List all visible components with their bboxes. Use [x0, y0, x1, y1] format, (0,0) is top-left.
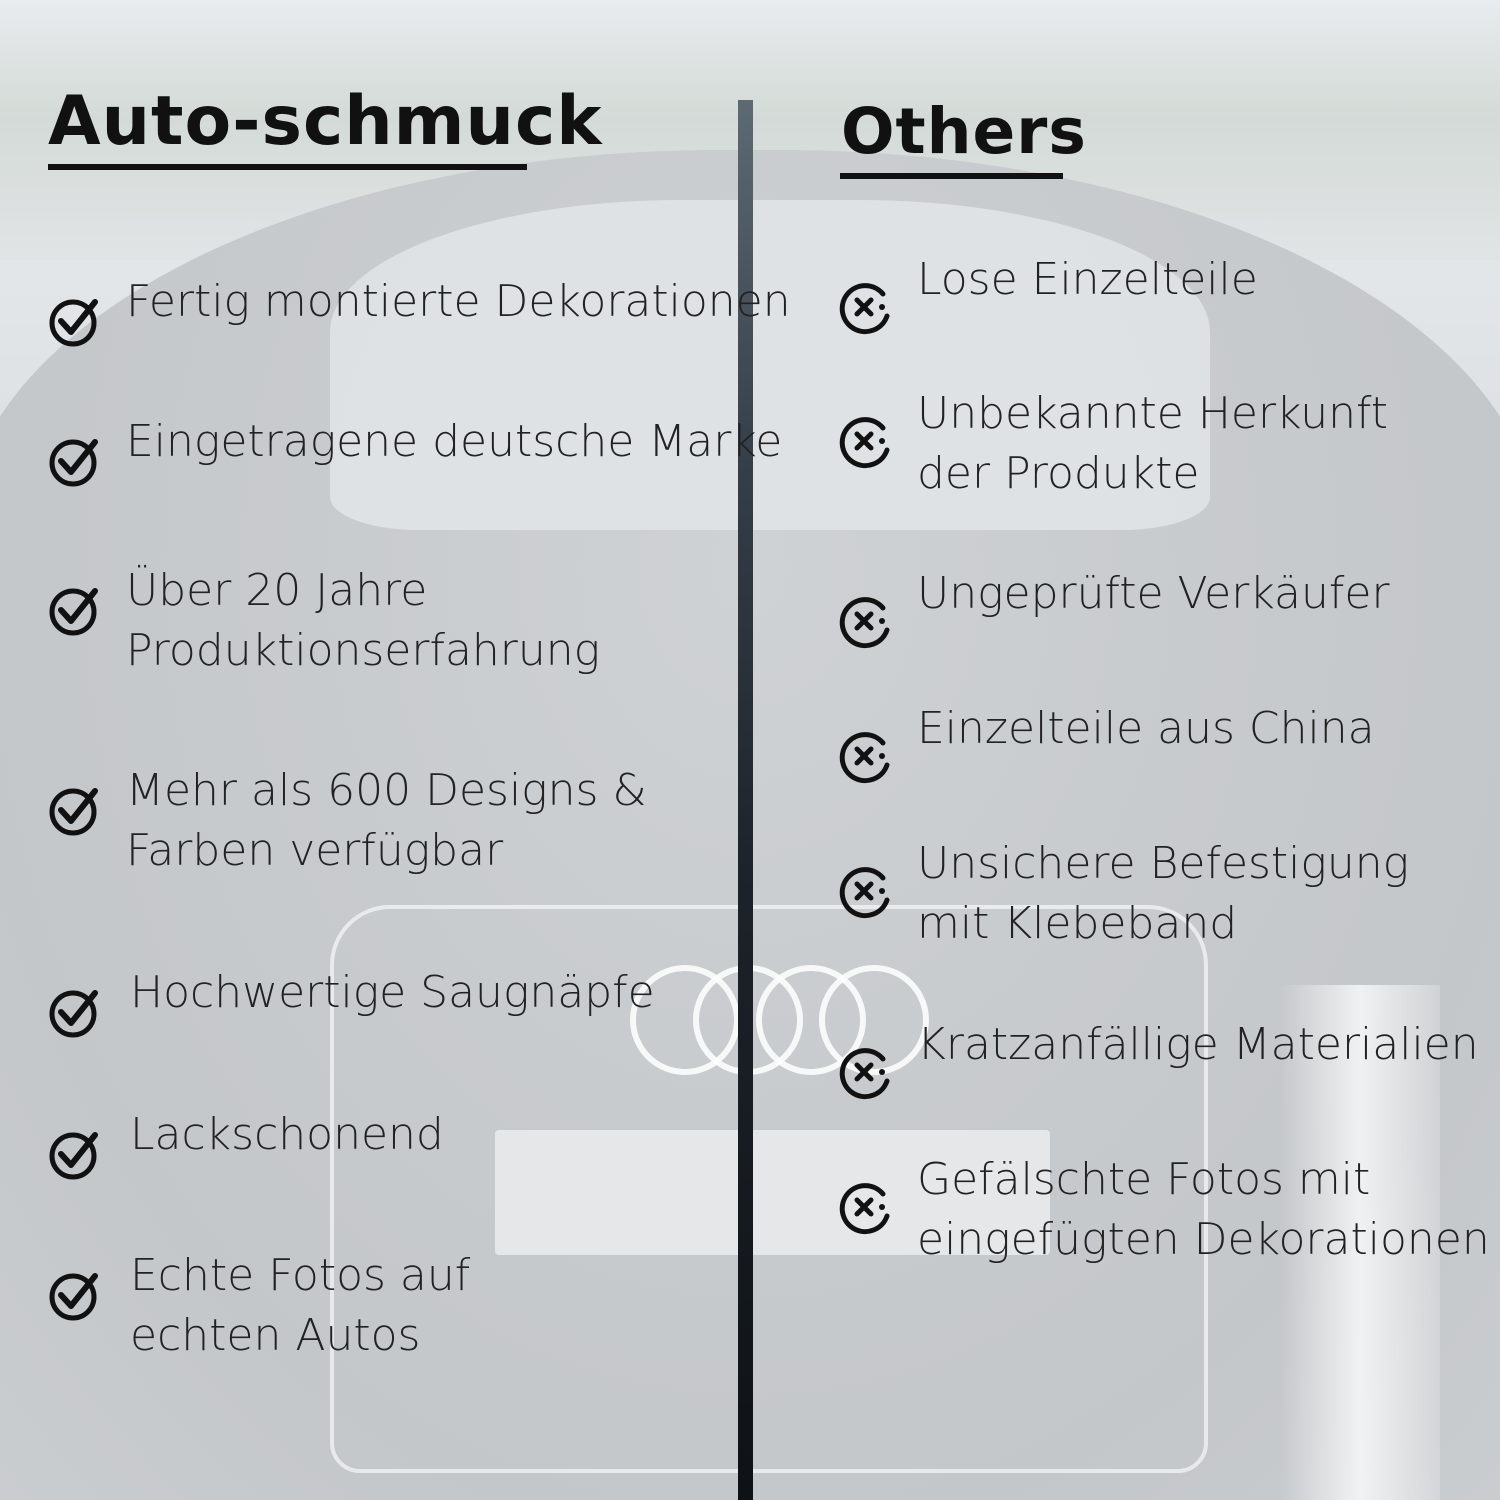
background-license-plate [495, 1130, 1050, 1255]
feature-text: Lackschonend [130, 1109, 444, 1160]
check-circle-icon [49, 990, 98, 1038]
background-ribbon [1280, 985, 1440, 1500]
left-column-heading: Auto-schmuck [48, 82, 603, 161]
x-circle-icon [839, 1183, 890, 1235]
background-grille [330, 905, 1208, 1473]
drawback-text: Ungeprüfte Verkäufer [917, 568, 1390, 619]
x-circle-icon [839, 867, 890, 919]
feature-text: Eingetragene deutsche Marke [126, 416, 783, 467]
check-circle-icon [49, 299, 98, 347]
x-circle-icon [839, 283, 890, 335]
x-circle-icon [839, 417, 890, 469]
check-circle-icon [49, 788, 98, 836]
left-heading-underline [48, 164, 527, 170]
check-circle-icon [49, 1132, 98, 1180]
x-circle-icon [839, 732, 890, 784]
x-circle-icon [839, 1048, 890, 1100]
check-circle-icon [49, 1273, 98, 1321]
right-column-heading: Others [841, 95, 1087, 168]
drawback-text: Einzelteile aus China [917, 703, 1375, 754]
column-divider [738, 100, 753, 1500]
right-heading-underline [840, 173, 1063, 179]
check-circle-icon [49, 439, 98, 487]
check-circle-icon [49, 588, 98, 636]
feature-text: Hochwertige Saugnäpfe [130, 967, 655, 1018]
feature-text: Fertig montierte Dekorationen [126, 276, 791, 327]
x-circle-icon [839, 597, 890, 649]
feature-text: Mehr als 600 Designs &Farben verfügbar [126, 765, 647, 876]
drawback-text: Kratzanfällige Materialien [917, 1019, 1479, 1070]
background-windshield [330, 200, 1210, 530]
drawback-text: Lose Einzelteile [917, 254, 1258, 305]
